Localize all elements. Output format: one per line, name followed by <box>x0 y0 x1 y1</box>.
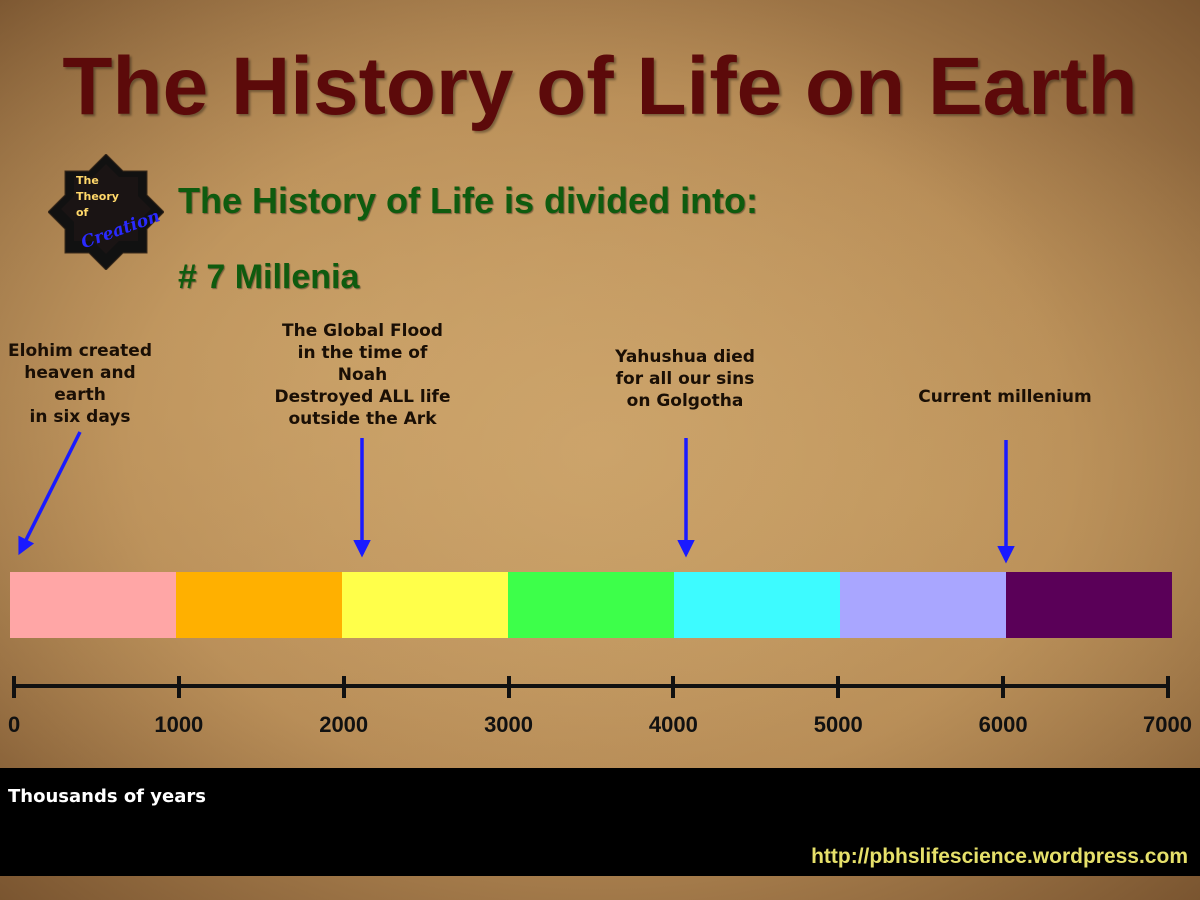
annotation-current: Current millenium <box>910 386 1100 408</box>
axis-unit-label: Thousands of years <box>8 786 206 807</box>
annotation-yahushua-line: on Golgotha <box>626 391 744 411</box>
millenium-segment-2 <box>176 572 342 638</box>
axis-tick <box>176 676 181 698</box>
axis-tick <box>671 676 676 698</box>
annotation-flood-line: The Global Flood <box>282 321 443 341</box>
annotation-flood: The Global Flood in the time of Noah Des… <box>270 320 455 430</box>
annotation-creation-line: heaven and earth <box>24 363 136 405</box>
millenia-bar <box>10 572 1172 638</box>
theory-of-creation-logo: The Theory of Creation <box>48 154 164 270</box>
axis-tick-label: 0 <box>8 712 21 737</box>
millenium-segment-6 <box>840 572 1006 638</box>
annotation-yahushua: Yahushua died for all our sins on Golgot… <box>600 346 770 412</box>
millenium-segment-1 <box>10 572 176 638</box>
annotation-flood-line: in the time of Noah <box>297 343 428 385</box>
annotation-yahushua-line: Yahushua died <box>615 347 755 367</box>
millenium-segment-5 <box>674 572 840 638</box>
annotation-flood-line: Destroyed ALL life <box>274 387 451 407</box>
millenium-segment-7 <box>1006 572 1172 638</box>
source-url[interactable]: http://pbhslifescience.wordpress.com <box>811 845 1188 868</box>
page-title: The History of Life on Earth <box>62 41 1138 132</box>
logo-text-of: of <box>76 206 89 219</box>
axis-tick <box>1166 676 1170 698</box>
axis-tick-label: 1000 <box>154 712 204 737</box>
annotation-yahushua-line: for all our sins <box>615 369 755 389</box>
axis-tick-label: 5000 <box>813 712 863 737</box>
annotation-creation: Elohim created heaven and earth in six d… <box>0 340 160 428</box>
arrow-creation <box>18 431 82 556</box>
axis-tick-label: 6000 <box>978 712 1028 737</box>
axis-tick-label: 7000 <box>1143 712 1192 737</box>
axis-tick <box>506 676 511 698</box>
footer-bar <box>0 768 1200 876</box>
logo-text-the: The <box>76 174 99 187</box>
axis-line <box>12 684 1170 688</box>
axis-tick-label: 4000 <box>648 712 698 737</box>
axis-tick <box>12 676 16 698</box>
annotation-creation-line: Elohim created <box>8 341 152 361</box>
subtitle: The History of Life is divided into: <box>178 180 759 221</box>
axis-tick-label: 2000 <box>319 712 369 737</box>
annotation-flood-line: outside the Ark <box>288 409 437 429</box>
axis-tick-label: 3000 <box>484 712 534 737</box>
millenia-label: # 7 Millenia <box>178 258 360 296</box>
axis-tick <box>1001 676 1006 698</box>
axis-tick <box>341 676 346 698</box>
logo-text-theory: Theory <box>76 190 119 203</box>
millenium-segment-4 <box>508 572 674 638</box>
millenium-segment-3 <box>342 572 508 638</box>
annotation-creation-line: in six days <box>29 407 131 427</box>
axis-tick <box>836 676 841 698</box>
annotation-current-line: Current millenium <box>918 387 1092 407</box>
